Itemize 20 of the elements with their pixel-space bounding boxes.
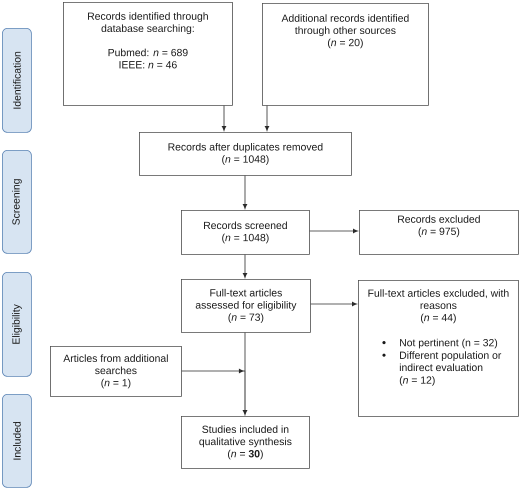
stage-tab: Identification bbox=[2, 28, 32, 133]
process-box: Records identified through database searching: Pubmed: n = 689 IEEE: n = 46 bbox=[63, 2, 233, 106]
process-box: Full-text articles excluded, with reasons (n = 44) Not pertinent (n = 32) Different population or indirect evaluation (n = 12) bbox=[358, 280, 519, 417]
stage-tab: Included bbox=[2, 394, 32, 488]
arrow bbox=[264, 105, 270, 131]
arrow bbox=[222, 105, 226, 131]
arrow bbox=[242, 254, 248, 278]
process-box: Studies included in qualitative synthesis (n = 30) bbox=[181, 416, 310, 469]
process-box: Records after duplicates removed (n = 1048) bbox=[139, 132, 352, 176]
stage-tab: Screening bbox=[2, 150, 32, 254]
process-box: Full-text articles assessed for eligibility (n = 73) bbox=[181, 279, 311, 333]
arrow bbox=[181, 368, 248, 415]
arrow bbox=[309, 228, 358, 234]
stage-tab: Eligibility bbox=[2, 272, 32, 377]
process-box: Records screened (n = 1048) bbox=[181, 210, 310, 255]
process-box: Articles from additional searches (n = 1) bbox=[50, 346, 182, 397]
arrow bbox=[242, 175, 248, 209]
process-box: Additional records identified through other sources (n = 20) bbox=[262, 3, 429, 106]
arrow bbox=[310, 302, 357, 306]
process-box: Records excluded (n = 975) bbox=[359, 210, 519, 255]
